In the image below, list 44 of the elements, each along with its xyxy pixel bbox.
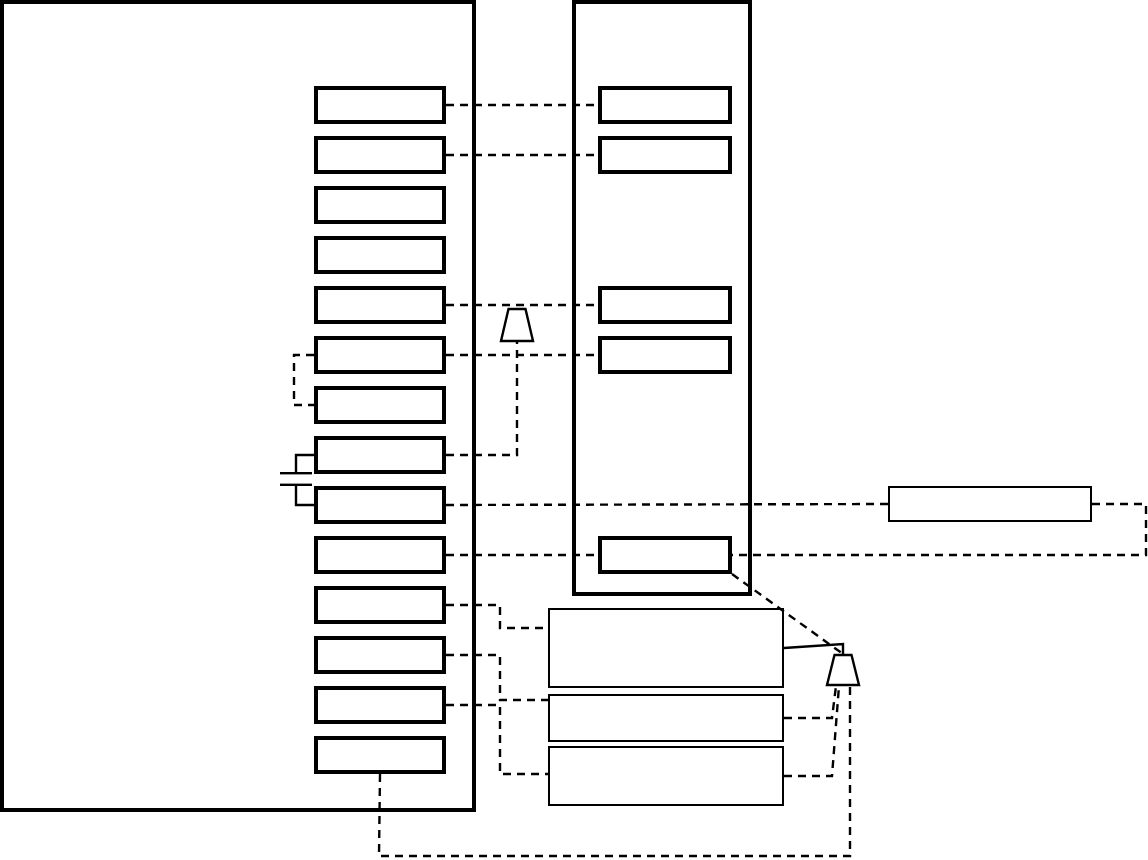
empty-box [598,286,732,324]
empty-box [314,186,446,224]
module-frame [0,0,476,812]
empty-box [314,436,446,474]
dashed-connector [446,553,598,557]
empty-box [548,694,784,742]
dashed-connector [292,353,314,407]
empty-box [598,86,732,124]
empty-box [314,636,446,674]
empty-box [598,136,732,174]
empty-box [314,286,446,324]
dashed-connector [446,703,548,776]
dashed-connector [784,685,841,778]
empty-box [314,486,446,524]
dashed-connector [446,653,548,702]
dashed-connector [446,303,598,307]
empty-box [598,336,732,374]
dashed-connector [446,502,888,507]
dashed-connector [446,353,598,357]
empty-box [314,736,446,774]
empty-box [314,336,446,374]
empty-box [314,536,446,574]
dashed-connector [446,342,519,457]
empty-box [314,386,446,424]
connector-line [294,453,314,472]
empty-box [598,536,732,574]
dashed-connector [377,686,852,858]
dashed-connector [446,103,598,107]
dashed-connector [446,603,548,630]
module-frame [572,0,752,596]
dashed-connector [446,153,598,157]
empty-box [888,486,1092,522]
dashed-connector [784,685,838,720]
dashed-connector [732,502,1148,557]
empty-box [314,86,446,124]
dashed-connector [731,573,844,655]
empty-box [548,608,784,688]
empty-box [314,136,446,174]
empty-box [314,586,446,624]
empty-box [548,746,784,806]
empty-box [314,686,446,724]
connector-line [294,486,314,507]
connector-line [783,642,845,654]
empty-box [314,236,446,274]
